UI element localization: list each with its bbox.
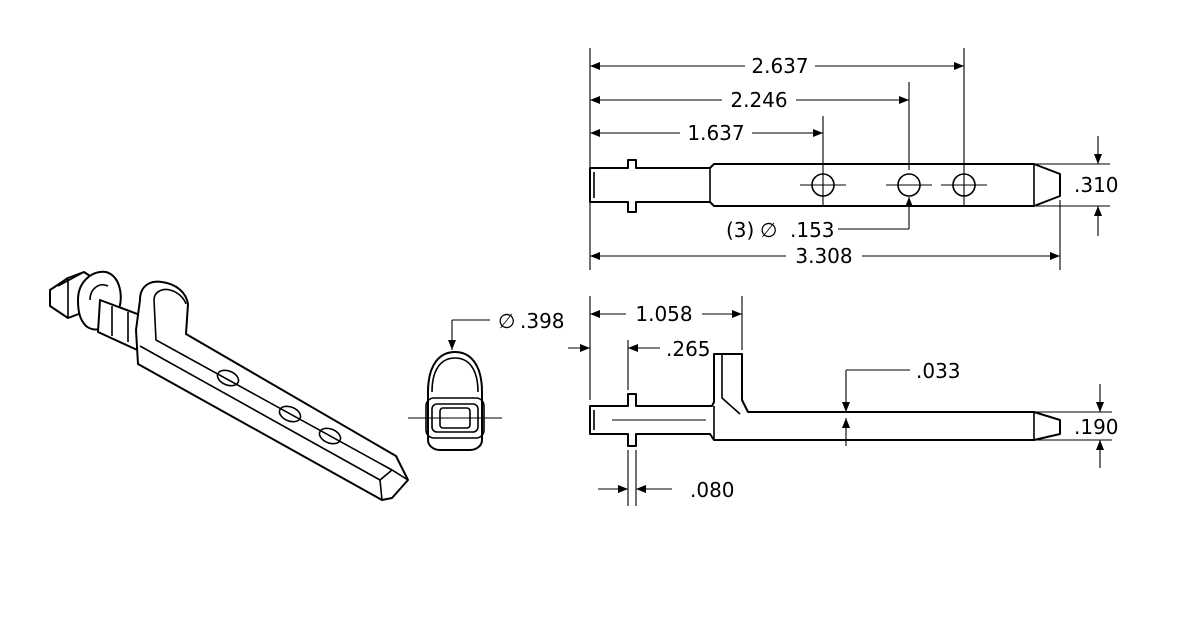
iso-hole-1 [216,369,240,387]
dim-310-label: .310 [1074,173,1119,197]
hole-callout-symbol: ∅ [760,218,777,242]
hole-callout-qty: (3) [726,218,754,242]
dim-190-label: .190 [1074,415,1119,439]
dim-1637-label: 1.637 [687,121,744,145]
dim-2637-label: 2.637 [751,54,808,78]
end-view: ∅ .398 [408,309,565,451]
iso-hole-3 [318,427,342,445]
dim-080-label: .080 [690,478,735,502]
iso-hole-2 [278,405,302,423]
dim-033-label: .033 [916,359,961,383]
end-view-diameter-symbol: ∅ [498,309,515,333]
dim-1058-label: 1.058 [635,302,692,326]
hole-callout-diameter: .153 [790,218,835,242]
end-view-diameter-label: .398 [520,309,565,333]
isometric-view [49,270,409,501]
dim-265-label: .265 [666,337,711,361]
dim-2246-label: 2.246 [730,88,787,112]
dim-3308-label: 3.308 [795,244,852,268]
top-view: 2.637 2.246 1.637 .310 (3) ∅ .153 3.308 [589,48,1119,270]
side-view: 1.058 .265 .080 .033 .190 [568,296,1119,506]
